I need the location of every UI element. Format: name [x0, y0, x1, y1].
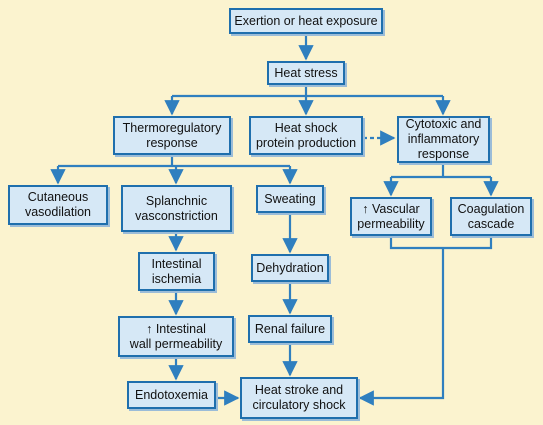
arrow-right-merge-to-heat-stroke — [358, 248, 445, 406]
node-cutaneous-vasodilation: Cutaneous vasodilation — [8, 185, 108, 225]
node-sweating: Sweating — [256, 185, 324, 213]
node-intestinal-ischemia: Intestinal ischemia — [138, 252, 215, 291]
node-cytotoxic-inflammatory-response: Cytotoxic and inflammatory response — [397, 116, 490, 163]
node-splanchnic-vasoconstriction: Splanchnic vasconstriction — [121, 185, 232, 232]
node-exertion: Exertion or heat exposure — [229, 8, 383, 34]
node-dehydration: Dehydration — [251, 254, 329, 282]
node-thermoregulatory-response: Thermoregulatory response — [113, 116, 231, 155]
node-endotoxemia: Endotoxemia — [127, 381, 216, 409]
node-vascular-permeability: ↑ Vascular permeability — [350, 197, 432, 236]
connector-coagulation-down — [443, 236, 493, 250]
node-renal-failure: Renal failure — [248, 315, 332, 343]
node-coagulation-cascade: Coagulation cascade — [450, 197, 532, 236]
node-heat-shock-protein-production: Heat shock protein production — [249, 116, 363, 155]
node-heat-stress: Heat stress — [267, 61, 345, 85]
node-heat-stroke-circulatory-shock: Heat stroke and circulatory shock — [240, 377, 358, 419]
node-intestinal-wall-permeability: ↑ Intestinal wall permeability — [118, 316, 234, 357]
connector-vascular-down — [389, 236, 443, 250]
